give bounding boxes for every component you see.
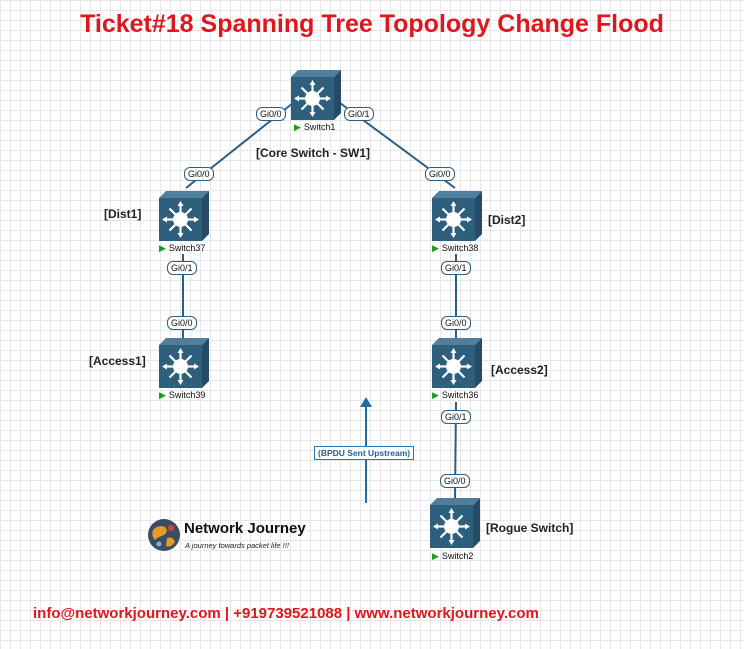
role-label-access1: [Access1]: [89, 354, 146, 368]
diagram-title: Ticket#18 Spanning Tree Topology Change …: [80, 10, 664, 38]
switch-label-sw2: ▶Switch2: [432, 551, 474, 561]
role-label-rogue: [Rogue Switch]: [486, 521, 574, 535]
switch-icon[interactable]: [432, 338, 482, 388]
brand-name: Network Journey: [184, 520, 306, 537]
running-icon: ▶: [432, 243, 439, 253]
switch-icon[interactable]: [432, 191, 482, 241]
port-label: Gi0/1: [441, 410, 471, 424]
bpdu-annotation: (BPDU Sent Upstream): [314, 446, 415, 460]
brand-tagline: A journey towards packet life !!!: [185, 541, 289, 550]
switch-icon[interactable]: [159, 338, 209, 388]
running-icon: ▶: [159, 390, 166, 400]
switch-icon[interactable]: [430, 498, 480, 548]
running-icon: ▶: [432, 551, 439, 561]
switch-label-sw1: ▶Switch1: [294, 122, 336, 132]
port-label: Gi0/1: [441, 261, 471, 275]
globe-logo-icon: [148, 519, 180, 551]
port-label: Gi0/0: [256, 107, 286, 121]
port-label: Gi0/0: [184, 167, 214, 181]
port-label: Gi0/1: [344, 107, 374, 121]
port-label: Gi0/0: [425, 167, 455, 181]
contact-footer: info@networkjourney.com | +919739521088 …: [33, 605, 539, 622]
running-icon: ▶: [159, 243, 166, 253]
role-label-core: [Core Switch - SW1]: [256, 146, 371, 160]
switch-label-sw36: ▶Switch36: [432, 390, 479, 400]
switch-label-sw38: ▶Switch38: [432, 243, 479, 253]
switch-label-sw37: ▶Switch37: [159, 243, 206, 253]
port-label: Gi0/0: [441, 316, 471, 330]
port-label: Gi0/0: [167, 316, 197, 330]
running-icon: ▶: [432, 390, 439, 400]
role-label-dist1: [Dist1]: [104, 207, 142, 221]
switch-label-sw39: ▶Switch39: [159, 390, 206, 400]
role-label-access2: [Access2]: [491, 363, 548, 377]
role-label-dist2: [Dist2]: [488, 213, 526, 227]
port-label: Gi0/0: [440, 474, 470, 488]
running-icon: ▶: [294, 122, 301, 132]
port-label: Gi0/1: [167, 261, 197, 275]
switch-icon[interactable]: [159, 191, 209, 241]
switch-icon[interactable]: [291, 70, 341, 120]
